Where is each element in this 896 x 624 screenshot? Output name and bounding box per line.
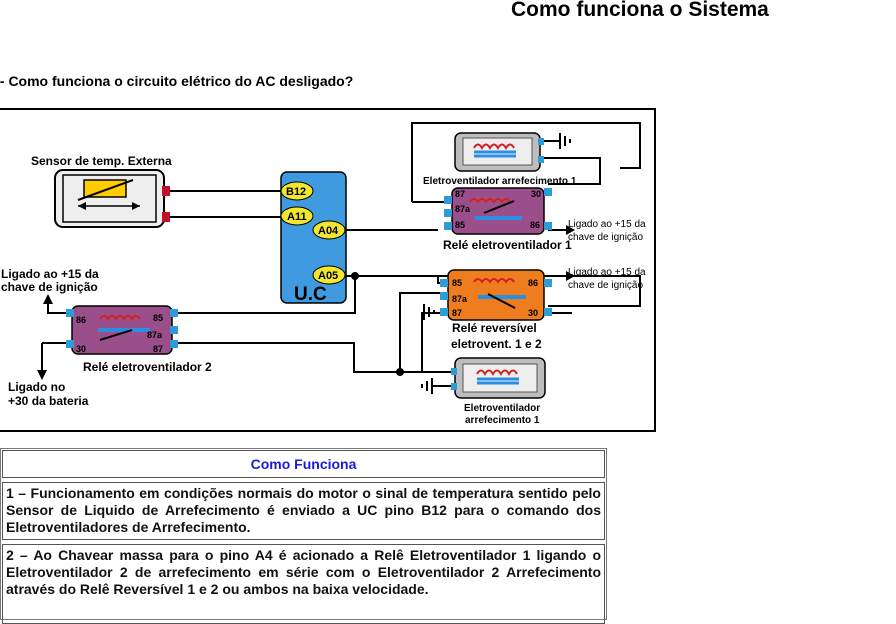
ignition-left-line1: Ligado ao +15 da — [1, 267, 99, 281]
relay1-pin-85: 85 — [455, 220, 465, 230]
battery-line2: +30 da bateria — [8, 394, 89, 408]
relay2-pin-86: 86 — [76, 315, 86, 325]
ground-icon — [423, 304, 435, 320]
section-question: l- Como funciona o circuito elétrico do … — [0, 73, 354, 89]
ground-icon — [559, 133, 571, 149]
relay2-pin-87a: 87a — [147, 330, 163, 340]
uc-pin-a04: A04 — [318, 225, 339, 237]
relay-rev-label-line1: Relé reversível — [452, 321, 537, 335]
explanation-panel: Como Funciona 1 – Funcionamento em condi… — [0, 448, 607, 624]
page-title: Como funciona o Sistema — [511, 0, 769, 21]
relayrev-pin-85: 85 — [452, 278, 462, 288]
ignition-left-line2: chave de ignição — [1, 280, 98, 294]
sensor-label: Sensor de temp. Externa — [31, 154, 172, 168]
uc-pin-a11: A11 — [287, 211, 307, 223]
uc-pin-b12: B12 — [286, 186, 306, 198]
ignition2-line1: Ligado ao +15 da — [568, 267, 646, 278]
fan-motor-top — [454, 132, 571, 172]
junction-dot — [396, 368, 404, 376]
relay-rev-label-line2: eletrovent. 1 e 2 — [451, 337, 542, 351]
relay2-pin-85: 85 — [153, 313, 163, 323]
relay1-pin-87: 87 — [455, 189, 465, 199]
relayrev-pin-86: 86 — [528, 278, 538, 288]
relay2-pin-30: 30 — [76, 344, 86, 354]
relay2-pin-87: 87 — [153, 344, 163, 354]
relayrev-pin-30: 30 — [528, 308, 538, 318]
ignition1-line2: chave de ignição — [568, 232, 643, 243]
ignition1-line1: Ligado ao +15 da — [568, 219, 646, 230]
relayrev-pin-87: 87 — [452, 308, 462, 318]
step-1-text: 1 – Funcionamento em condições normais d… — [2, 482, 605, 540]
relay2-label: Relé eletroventilador 2 — [83, 360, 212, 374]
battery-line1: Ligado no — [8, 380, 65, 394]
temperature-sensor — [54, 169, 170, 228]
ground-icon — [421, 378, 433, 394]
relay1-label: Relé eletroventilador 1 — [443, 238, 572, 252]
uc-label: U.C — [294, 284, 327, 305]
fan-motor-bottom — [432, 357, 546, 399]
relay1-pin-30: 30 — [531, 189, 541, 199]
relay-reversible: 85 86 87a 87 30 — [440, 269, 552, 321]
fan1-bottom-label-line2: arrefecimento 1 — [465, 415, 540, 426]
ignition2-line2: chave de ignição — [568, 280, 643, 291]
uc-pin-a05: A05 — [318, 270, 338, 282]
control-unit: B12 A11 A04 A05 U.C — [280, 171, 347, 305]
step-2-text: 2 – Ao Chavear massa para o pino A4 é ac… — [2, 544, 605, 624]
circuit-diagram: Sensor de temp. Externa B12 A11 A04 A05 … — [0, 108, 656, 432]
relay1-pin-87a: 87a — [455, 204, 471, 214]
junction-dot — [351, 272, 359, 280]
relay-fan2: 86 85 87a 30 87 — [66, 305, 178, 355]
relay-fan1: 87 30 87a 85 86 — [444, 187, 552, 235]
fan1-top-label: Eletroventilador arrefecimento 1 — [423, 176, 577, 187]
wires — [42, 122, 641, 373]
relayrev-pin-87a: 87a — [452, 294, 468, 304]
panel-header: Como Funciona — [2, 450, 605, 478]
relay1-pin-86: 86 — [530, 220, 540, 230]
fan1-bottom-label-line1: Eletroventilador — [464, 403, 540, 414]
